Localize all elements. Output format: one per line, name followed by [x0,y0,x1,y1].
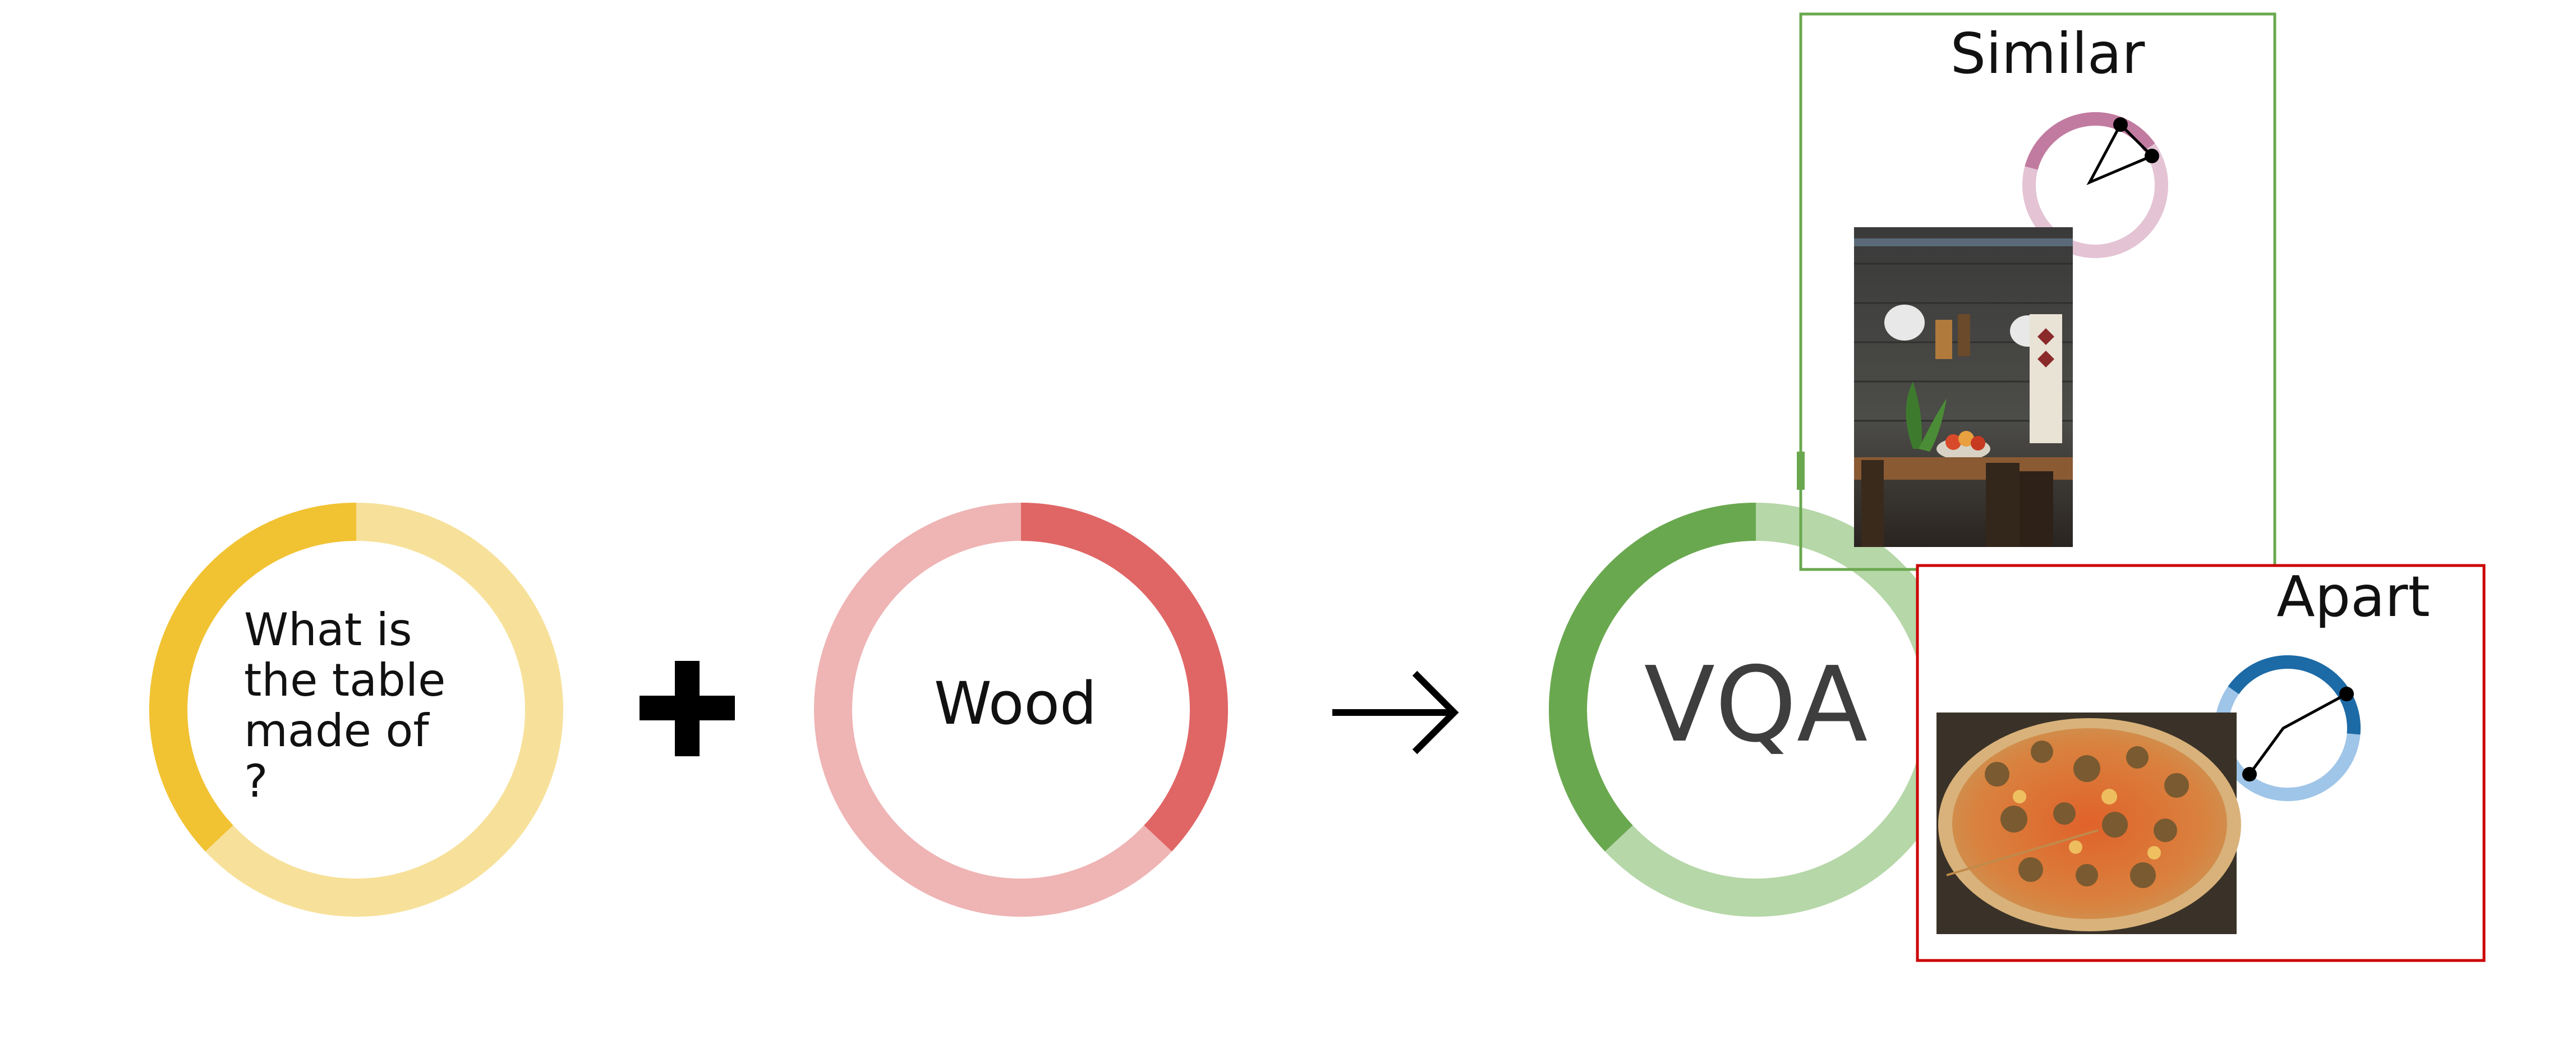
similar-title: Similar [1951,21,2146,86]
similar-panel-tab [1797,452,1805,490]
vqa-node: VQA [1549,503,1963,917]
answer-label: Wood [934,669,1097,738]
similar-gauge [2022,112,2168,258]
answer-node: Wood [814,503,1228,917]
vqa-label: VQA [1644,644,1868,765]
vqa-ring-highlight [1549,503,1756,852]
question-ring-highlight [149,503,357,852]
similar-panel: Similar [1797,12,2276,573]
pizza-photo [1936,713,2241,934]
question-line-1: What is [244,604,412,656]
question-line-2: the table [244,654,445,706]
answer-ring-highlight [1020,503,1228,852]
kitchen-photo [1854,227,2073,547]
question-node: What is the table made of ? [149,503,563,917]
arrow-right-icon [1332,670,1459,755]
question-line-4: ? [244,755,268,807]
question-line-3: made of [244,705,430,757]
plus-icon [640,661,735,756]
apart-title: Apart [2276,564,2430,629]
apart-panel: Apart [1916,564,2486,962]
